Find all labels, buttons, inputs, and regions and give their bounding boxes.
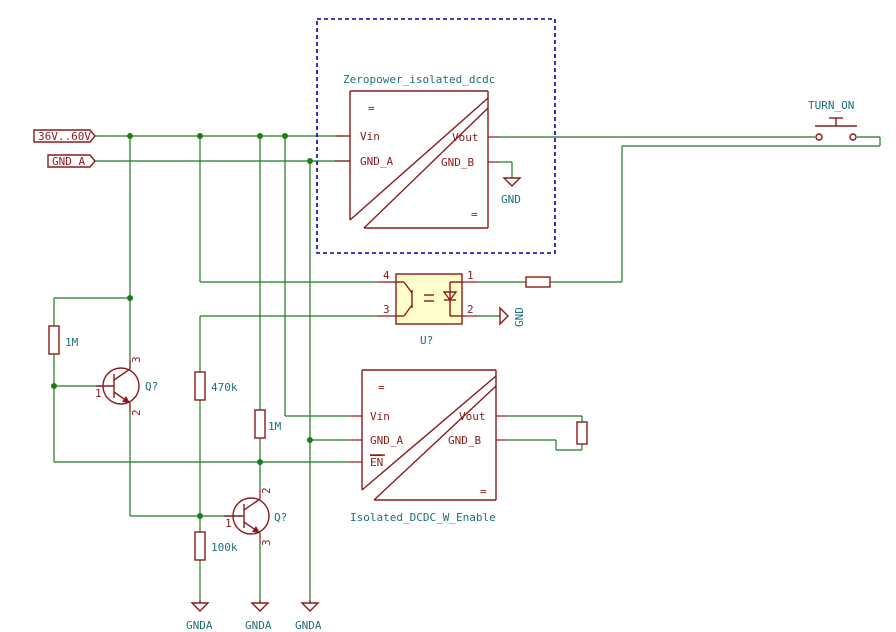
turn-on-switch[interactable] [815,117,857,141]
label-gnd-a[interactable]: GND_A [47,154,96,168]
gnda-symbol-1-text: GNDA [186,619,213,632]
q1-pin2: 2 [130,409,143,416]
gnda-symbol-3[interactable] [300,600,320,612]
gnda-symbol-2[interactable] [250,600,270,612]
optocoupler[interactable] [378,273,478,325]
gnda-symbol-1[interactable] [190,600,210,612]
resistor-r4-value: 100k [211,541,238,554]
dcdc-top-vin: Vin [360,130,380,143]
resistor-r2[interactable] [194,371,206,401]
dcdc-bottom-equals-bottom: = [480,485,487,498]
resistor-r1[interactable] [48,325,60,355]
selection-box [316,18,556,254]
q1-pin1: 1 [95,387,102,400]
dcdc-bottom-equals-top: = [378,381,385,394]
resistor-r2-value: 470k [211,381,238,394]
opto-pin4: 4 [383,269,390,282]
gnda-symbol-2-text: GNDA [245,619,272,632]
label-36v[interactable]: 36V..60V [33,129,96,143]
resistor-r4[interactable] [194,531,206,561]
resistor-load[interactable] [576,421,588,445]
opto-pin2: 2 [467,303,474,316]
switch-name: TURN_ON [808,99,854,112]
gnd-symbol-top[interactable] [502,177,522,187]
dcdc-bottom-title: Isolated_DCDC_W_Enable [350,511,496,524]
dcdc-bottom-vout: Vout [459,410,486,423]
dcdc-top-gnd-a: GND_A [360,155,393,168]
q1-ref: Q? [145,380,158,393]
resistor-r1-value: 1M [65,336,79,349]
q2-pin1: 1 [225,517,232,530]
dcdc-top-equals-bottom: = [471,208,478,221]
resistor-r3-value: 1M [268,420,282,433]
junctions [51,133,313,519]
resistor-r3[interactable] [254,409,266,439]
dcdc-top-gnd-b: GND_B [441,156,474,169]
q2-pin2: 2 [260,487,273,494]
label-36v-text: 36V..60V [38,130,91,143]
gnda-symbol-3-text: GNDA [295,619,322,632]
dcdc-bottom-vin: Vin [370,410,390,423]
opto-pin1: 1 [467,269,474,282]
resistor-opto[interactable] [525,276,551,288]
dcdc-top-title: Zeropower_isolated_dcdc [343,73,495,86]
dcdc-bottom-gnd-b: GND_B [448,434,481,447]
gnd-symbol-opto[interactable] [499,306,509,326]
opto-ref: U? [420,334,433,347]
dcdc-top-vout: Vout [452,131,479,144]
wires [53,135,881,600]
q1-pin3: 3 [130,356,143,363]
opto-pin3: 3 [383,303,390,316]
transistor-q2[interactable] [224,490,270,544]
q2-ref: Q? [274,511,287,524]
dcdc-top-equals-top: = [368,102,375,115]
dcdc-bottom[interactable] [350,369,508,501]
label-gnd-a-text: GND_A [52,155,85,168]
q2-pin3: 3 [260,539,273,546]
gnd-symbol-opto-text: GND [513,307,526,327]
dcdc-top[interactable] [335,90,500,229]
gnd-symbol-top-text: GND [501,193,521,206]
dcdc-bottom-gnd-a: GND_A [370,434,403,447]
dcdc-bottom-en: EN [370,456,383,469]
transistor-q1[interactable] [96,360,140,412]
